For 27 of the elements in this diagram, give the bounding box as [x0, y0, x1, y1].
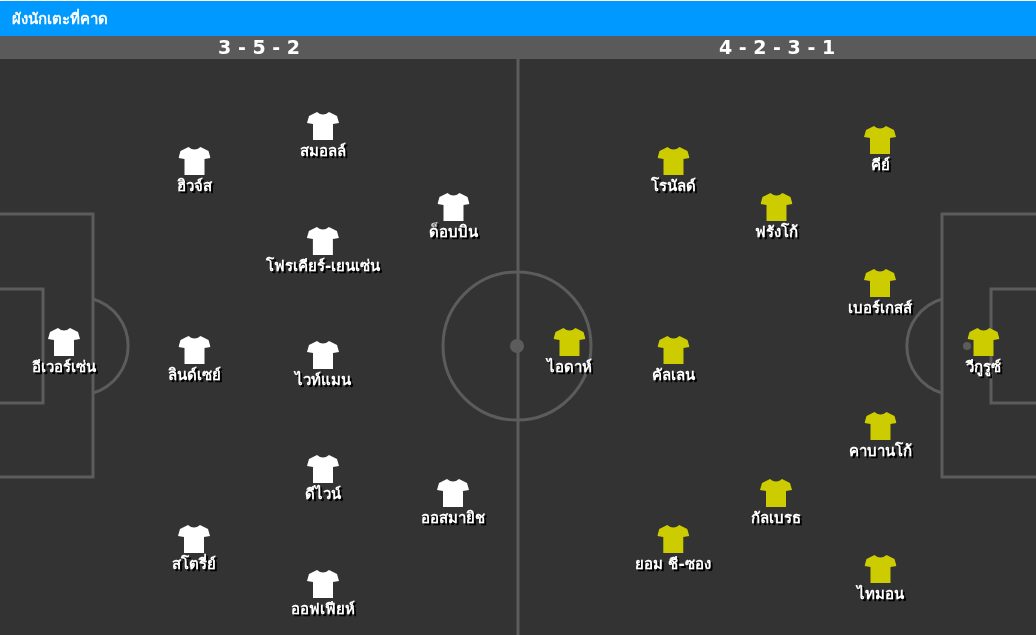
pitch-half — [518, 36, 1036, 635]
player-name: เบอร์เกสส์ — [848, 299, 912, 317]
player-name: ออสมายิช — [421, 509, 485, 527]
player-name: ด็อบบิน — [428, 223, 478, 241]
player-name: ฟรังโก้ — [754, 223, 798, 241]
player-name: โรนัลด์ — [650, 177, 696, 195]
player-name: สโตรี่ย์ — [172, 555, 216, 573]
player-name: สมอลล์ — [300, 142, 346, 160]
player-name: คีย์ — [870, 156, 890, 174]
pitch-half — [0, 36, 518, 635]
player-name: ออฟเฟียห์ — [291, 600, 355, 618]
player-name: ลินด์เซย์ — [167, 366, 221, 384]
player-name: กัลเบรธ — [751, 509, 801, 527]
formation-heading: 3 - 5 - 2 — [0, 36, 518, 59]
player-name: คัลเลน — [651, 366, 695, 384]
player-name: ดีไวน์ — [305, 485, 341, 503]
player-name: อีเวอร์เซ่น — [32, 358, 96, 376]
player-name: ยอม ชี-ซอง — [635, 555, 711, 573]
player-name: ไวท์แมน — [295, 371, 351, 389]
player-name: วีกูรูซ์ — [965, 358, 1001, 376]
player-name: ไอดาห์ — [546, 358, 592, 376]
header-title: ผังนักเตะที่คาด — [12, 9, 108, 29]
formation-heading: 4 - 2 - 3 - 1 — [518, 36, 1036, 59]
player-name: ไทมอน — [856, 585, 904, 603]
player-name: โฟรเคียร์-เยนเซ่น — [265, 257, 381, 275]
player-name: คาบานโก้ — [848, 442, 912, 460]
player-name: ฮิวจ์ส — [176, 177, 212, 195]
